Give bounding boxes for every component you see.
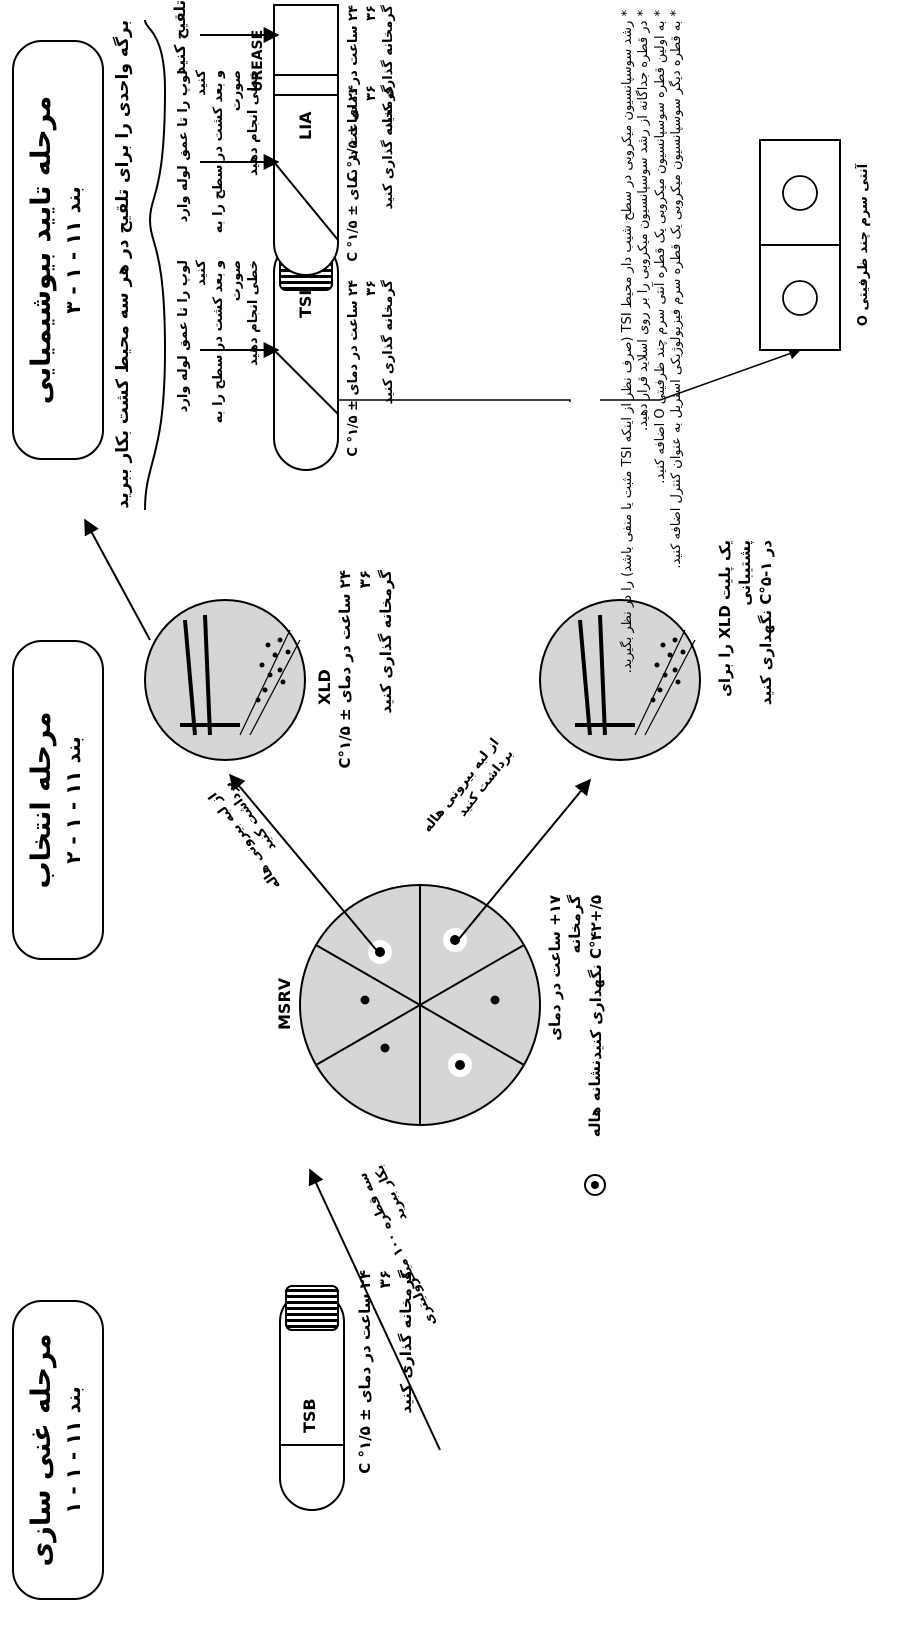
msrv-incubation-line-1: ۱۷+ ساعت در دمای گرمخانه <box>546 895 585 1041</box>
lia-stab-line-3: خطی انجام دهید <box>246 70 262 176</box>
tsi-stab-line-1: لوپ را تا عمق لوله وارد کنید <box>176 260 209 413</box>
pick-arrow-1 <box>228 773 379 953</box>
tsb-incubation-text: ۲۴ ساعت در دمای C °۱/۵ ± ۳۶ گرمخانه گذار… <box>355 1270 416 1490</box>
inoculate-text: تلقیح کنید <box>171 0 189 75</box>
note-3: * به اولین قطره سوسپانسیون میکروبی یک قط… <box>652 10 668 484</box>
tsi-label: TSI <box>296 289 315 318</box>
xld-backup-line-1: یک پلیت XLD را برای پشتیبانی <box>716 540 755 697</box>
note-1: * رشد سوسپانسیون میکروبی در سطح شیب دار … <box>620 10 635 674</box>
tsi-to-slide-line <box>338 399 571 402</box>
urease-incubation-line-1: ۲۴ ساعت در دمای C °۱/۵ ± ۳۶ <box>346 5 379 182</box>
note-4: * به قطره دیگر سوسپانسیون میکروبی یک قطر… <box>668 10 684 569</box>
urease-incubation-line-2: گرمخانه گذاری کنید <box>381 5 397 130</box>
xld-plate-2 <box>539 599 701 761</box>
urease-incubation-text: ۲۴ ساعت در دمای C °۱/۵ ± ۳۶ گرمخانه گذار… <box>345 5 398 185</box>
xld-backup-line-2: در C°۵-۱ نگهداری کنید <box>756 540 775 706</box>
lia-stab-text: لوپ را تا عمق لوله وارد کنید و بعد کشت د… <box>175 70 263 250</box>
msrv-plate <box>299 884 541 1126</box>
to-confirmation-arrow <box>84 518 151 641</box>
msrv-label: MSRV <box>275 977 294 1030</box>
halo-legend-text: نشانه هاله <box>586 1060 604 1138</box>
xld-incubation-line-1: ۲۴ ساعت در دمای C°۱/۵ ± ۳۶ <box>336 570 375 769</box>
xld-plate-1 <box>144 599 306 761</box>
lia-stab-line-2: و بعد کشت در سطح را به صورت <box>211 70 244 234</box>
xld-incubation-text: ۲۴ ساعت در دمای C°۱/۵ ± ۳۶ گرمخانه گذاری… <box>335 570 396 770</box>
lia-label: LIA <box>296 111 315 140</box>
notes-block: * رشد سوسپانسیون میکروبی در سطح شیب دار … <box>620 10 685 674</box>
tsi-stab-line-2: و بعد کشت در سطح را به صورت <box>211 260 244 424</box>
tsi-stab-line-3: خطی انجام دهید <box>246 260 262 366</box>
antiserum-text: آنتی سرم چند ظرفیتی O <box>856 163 871 327</box>
single-colony-text: برگه واحدی را برای تلقیح در هر سه محیط ک… <box>113 20 133 509</box>
note-2: * در قطره جداگانه از رشد سوسپانسیون میکر… <box>636 10 652 431</box>
tsi-stab-text: لوپ را تا عمق لوله وارد کنید و بعد کشت د… <box>175 260 263 440</box>
tsi-incubation-text: ۲۴ ساعت در دمای C °۱/۵ ± ۳۶ گرمخانه گذار… <box>345 280 398 470</box>
tsb-tube <box>279 1285 345 1511</box>
xld-label: XLD <box>315 669 334 705</box>
tsi-incubation-line-1: ۲۴ ساعت در دمای C °۱/۵ ± ۳۶ <box>346 280 379 457</box>
tsi-incubation-line-2: گرمخانه گذاری کنید <box>381 280 397 405</box>
xld-incubation-line-2: گرمخانه گذاری کنید <box>376 570 395 714</box>
transfer-arrow <box>308 1168 441 1451</box>
tubes-bracket <box>144 19 167 511</box>
lia-stab-line-1: لوپ را تا عمق لوله وارد کنید <box>176 70 209 223</box>
tsb-label: TSB <box>300 1398 319 1433</box>
xld-backup-text: یک پلیت XLD را برای پشتیبانی در C°۵-۱ نگ… <box>715 540 776 760</box>
halo-legend-icon <box>584 1174 606 1196</box>
tsb-incubation-line-1: ۲۴ ساعت در دمای C °۱/۵ ± ۳۶ <box>356 1270 395 1474</box>
pick-arrow-2 <box>457 778 592 941</box>
agglutination-slide <box>759 139 841 351</box>
urease-tube <box>273 4 339 96</box>
